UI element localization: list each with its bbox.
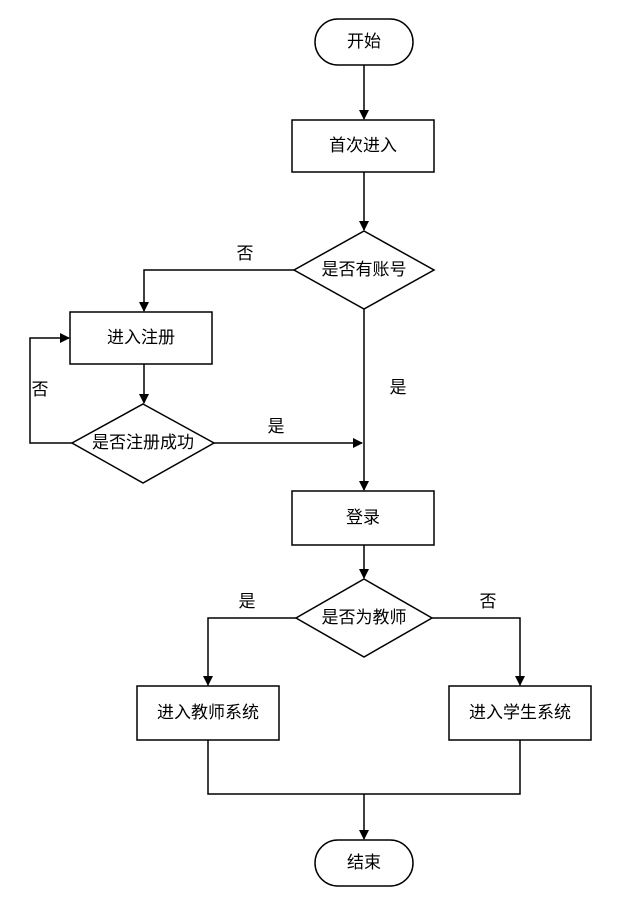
register-success-label: 是否注册成功: [92, 433, 194, 453]
login-process: [291, 490, 435, 546]
first-enter-process: [291, 119, 435, 173]
edge-teacher-system-merge: [207, 740, 521, 795]
start-terminal: [314, 18, 414, 66]
teacher-system-label: 进入教师系统: [157, 703, 259, 723]
has-account-no-label: 否: [237, 244, 254, 264]
is-teacher-decision: [294, 578, 434, 658]
register-success-decision: [70, 403, 216, 484]
end-label: 结束: [347, 853, 381, 873]
edge-is-teacher-yes-to-teacher-system: [203, 617, 296, 686]
register-no-label: 否: [32, 380, 49, 400]
edge-register-success-no-loop: [29, 333, 72, 444]
is-teacher-label: 是否为教师: [322, 608, 407, 628]
has-account-yes-label: 是: [390, 378, 407, 398]
has-account-decision: [292, 230, 436, 310]
start-label: 开始: [347, 32, 381, 52]
student-system-process: [448, 685, 592, 741]
edge-has-account-no-to-register: [139, 269, 294, 312]
student-system-label: 进入学生系统: [469, 703, 571, 723]
first-enter-label: 首次进入: [329, 136, 397, 156]
edge-is-teacher-no-to-student-system: [432, 617, 525, 686]
has-account-label: 是否有账号: [322, 260, 407, 280]
end-terminal: [314, 839, 414, 887]
register-process: [69, 311, 213, 365]
register-label: 进入注册: [107, 328, 175, 348]
teacher-system-process: [136, 685, 280, 741]
teacher-no-label: 否: [480, 592, 497, 612]
login-label: 登录: [346, 508, 380, 528]
register-yes-label: 是: [268, 417, 285, 437]
teacher-yes-label: 是: [239, 592, 256, 612]
